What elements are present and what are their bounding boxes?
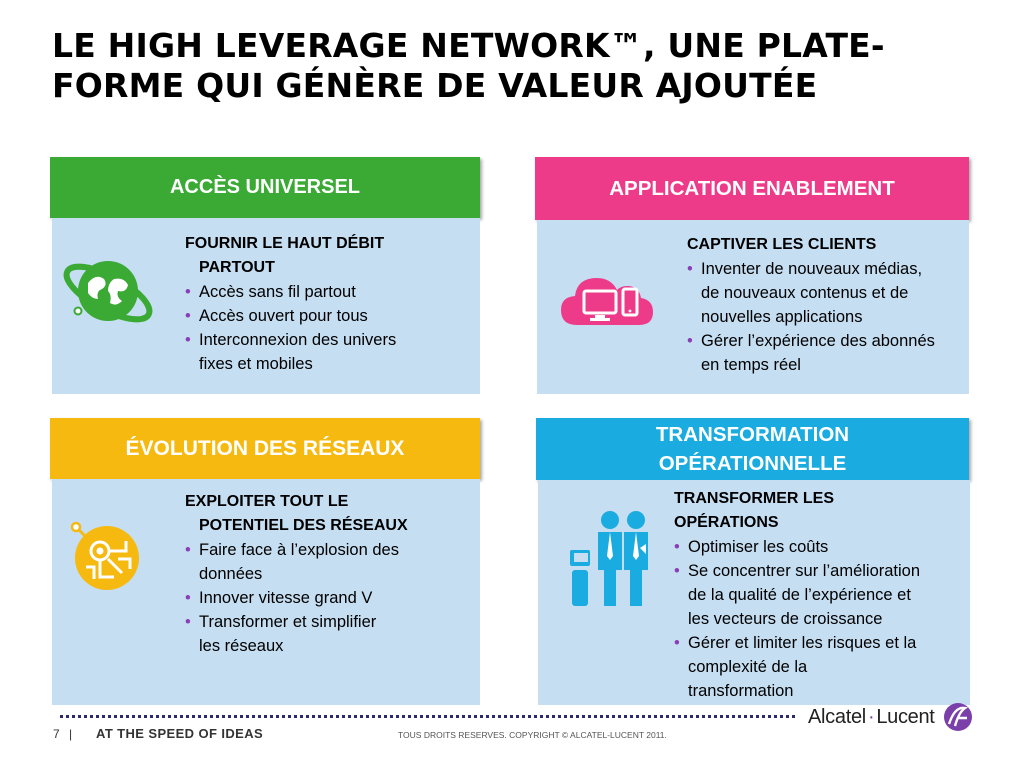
bullet-item: Accès sans fil partout [185, 280, 475, 304]
page-number-value: 7 [53, 727, 60, 741]
bullet-text: Accès sans fil partout [199, 283, 356, 301]
panel-content: FOURNIR LE HAUT DÉBIT PARTOUT Accès sans… [185, 232, 475, 376]
bullet-text: nouvelles applications [701, 308, 863, 326]
bullet-list: Inventer de nouveaux médias, de nouveaux … [687, 257, 969, 377]
logo-text-right: Lucent [876, 705, 935, 728]
panel-subtitle-line-2: PARTOUT [199, 259, 275, 276]
panel-body: TRANSFORMER LES OPÉRATIONS Optimiser les… [538, 480, 970, 705]
bullet-list: Optimiser les coûts Se concentrer sur l’… [674, 535, 970, 703]
panel-body: FOURNIR LE HAUT DÉBIT PARTOUT Accès sans… [52, 218, 480, 394]
logo-text-left: Alcatel [808, 705, 866, 728]
bullet-text: Faire face à l’explosion des [199, 541, 399, 559]
panel-body: CAPTIVER LES CLIENTS Inventer de nouveau… [537, 220, 969, 394]
bullet-text: Interconnexion des univers [199, 331, 397, 349]
bullet-list: Faire face à l’explosion des données Inno… [185, 538, 475, 658]
bullet-text: les vecteurs de croissance [688, 610, 883, 628]
bullet-text: de la qualité de l’expérience et [688, 586, 911, 604]
bullet-item: Interconnexion des univers fixes et mobil… [185, 328, 475, 376]
bullet-item: Se concentrer sur l’amélioration de la qu… [674, 559, 970, 631]
bullet-text: complexité de la [688, 658, 808, 676]
slide-title-line-2: FORME QUI GÉNÈRE DE VALEUR AJOUTÉE [52, 66, 818, 105]
globe-icon [63, 261, 153, 323]
panel-subtitle: EXPLOITER TOUT LE POTENTIEL DES RÉSEAUX [185, 490, 475, 538]
bullet-text: transformation [688, 682, 794, 700]
panel-subtitle-line-1: FOURNIR LE HAUT DÉBIT [185, 235, 385, 252]
bullet-item: Gérer et limiter les risques et la comple… [674, 631, 970, 703]
bullet-text: en temps réel [701, 356, 801, 374]
slide-title-line-1: LE HIGH LEVERAGE NETWORK™, UNE PLATE- [52, 26, 885, 65]
bullet-item: Accès ouvert pour tous [185, 304, 475, 328]
panel-header-line-1: TRANSFORMATION [655, 423, 850, 446]
panel-subtitle: FOURNIR LE HAUT DÉBIT PARTOUT [185, 232, 475, 280]
logo-mark-icon [943, 703, 972, 731]
panel-subtitle: CAPTIVER LES CLIENTS [687, 233, 969, 257]
footer-divider [60, 715, 795, 718]
bullet-text: les réseaux [199, 637, 284, 655]
bullet-text: Gérer et limiter les risques et la [688, 634, 917, 652]
panel-content: TRANSFORMER LES OPÉRATIONS Optimiser les… [674, 487, 970, 703]
bullet-text: fixes et mobiles [199, 355, 313, 373]
bullet-text: Optimiser les coûts [688, 538, 829, 556]
slide-title: LE HIGH LEVERAGE NETWORK™, UNE PLATE- FO… [52, 26, 982, 106]
bullet-text: Innover vitesse grand V [199, 589, 373, 607]
bullet-list: Accès sans fil partout Accès ouvert pour… [185, 280, 475, 376]
panel-header: TRANSFORMATION OPÉRATIONNELLE [536, 418, 969, 480]
bullet-item: Innover vitesse grand V [185, 586, 475, 610]
panel-subtitle-line-1: CAPTIVER LES CLIENTS [687, 236, 877, 253]
bullet-item: Optimiser les coûts [674, 535, 970, 559]
alcatel-lucent-logo: Alcatel · Lucent [808, 702, 975, 732]
bullet-text: données [199, 565, 263, 583]
panel-header-line-2: OPÉRATIONNELLE [658, 452, 847, 475]
panel-subtitle-line-1: EXPLOITER TOUT LE [185, 493, 349, 510]
bullet-item: Transformer et simplifier les réseaux [185, 610, 475, 658]
logo-text-dot: · [867, 705, 875, 728]
footer-copyright: TOUS DROITS RESERVES. COPYRIGHT © ALCATE… [398, 730, 667, 740]
panel-content: EXPLOITER TOUT LE POTENTIEL DES RÉSEAUX … [185, 490, 475, 658]
network-circuit-icon [70, 521, 139, 590]
bullet-text: de nouveaux contenus et de [701, 284, 909, 302]
people-operations-icon [570, 511, 648, 606]
panel-subtitle: TRANSFORMER LES OPÉRATIONS [674, 487, 970, 535]
panel-header: ÉVOLUTION DES RÉSEAUX [50, 418, 480, 479]
page-separator: | [69, 727, 73, 741]
panel-subtitle-line-1: TRANSFORMER LES [674, 490, 834, 507]
page-number: 7 | [53, 727, 72, 741]
footer-tagline: AT THE SPEED OF IDEAS [96, 726, 264, 741]
bullet-text: Transformer et simplifier [199, 613, 377, 631]
bullet-item: Faire face à l’explosion des données [185, 538, 475, 586]
bullet-item: Inventer de nouveaux médias, de nouveaux … [687, 257, 969, 329]
panel-header: ACCÈS UNIVERSEL [50, 157, 480, 218]
panel-body: EXPLOITER TOUT LE POTENTIEL DES RÉSEAUX … [52, 479, 480, 705]
panel-header: APPLICATION ENABLEMENT [535, 157, 969, 220]
bullet-text: Inventer de nouveaux médias, [701, 260, 923, 278]
panel-subtitle-line-2: OPÉRATIONS [674, 514, 779, 531]
bullet-item: Gérer l’expérience des abonnés en temps r… [687, 329, 969, 377]
bullet-text: Se concentrer sur l’amélioration [688, 562, 921, 580]
bullet-text: Accès ouvert pour tous [199, 307, 368, 325]
cloud-devices-icon [561, 278, 653, 325]
panel-content: CAPTIVER LES CLIENTS Inventer de nouveau… [687, 233, 969, 377]
bullet-text: Gérer l’expérience des abonnés [701, 332, 935, 350]
panel-subtitle-line-2: POTENTIEL DES RÉSEAUX [199, 517, 408, 534]
